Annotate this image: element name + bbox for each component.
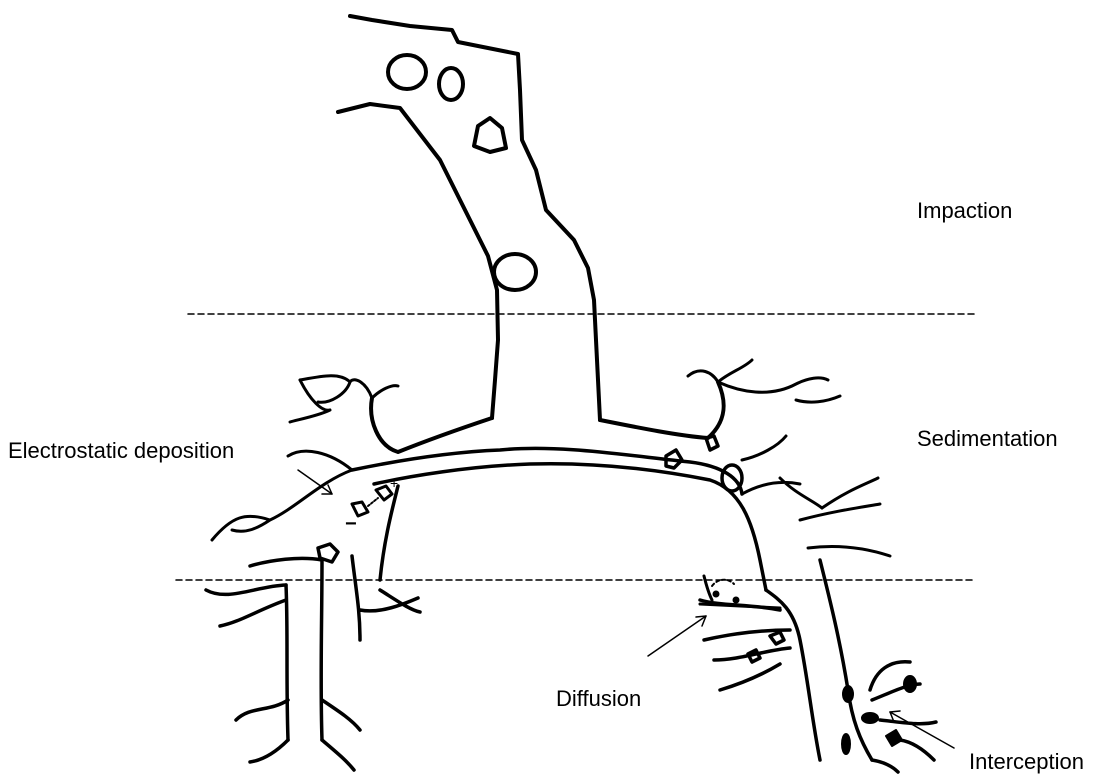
right-upper-branches	[688, 360, 890, 556]
left-lower-branches	[206, 556, 420, 770]
trachea	[338, 16, 600, 420]
trachea-particles	[388, 55, 536, 290]
interception-label: Interception	[969, 751, 1084, 773]
bronchus-outer-wall	[371, 382, 724, 452]
negative-charge-sign: −	[345, 513, 357, 535]
sedimentation-label: Sedimentation	[917, 428, 1058, 450]
diffusion-label: Diffusion	[556, 688, 641, 710]
bronchus-inner-arch	[352, 448, 766, 590]
electrostatic-deposition-label: Electrostatic deposition	[8, 440, 234, 462]
positive-charge-sign: +	[390, 475, 398, 491]
diffusion-arrow	[648, 616, 706, 656]
electrostatic-particles	[352, 486, 392, 516]
bronchi-particles	[318, 436, 784, 662]
impaction-label: Impaction	[917, 200, 1012, 222]
